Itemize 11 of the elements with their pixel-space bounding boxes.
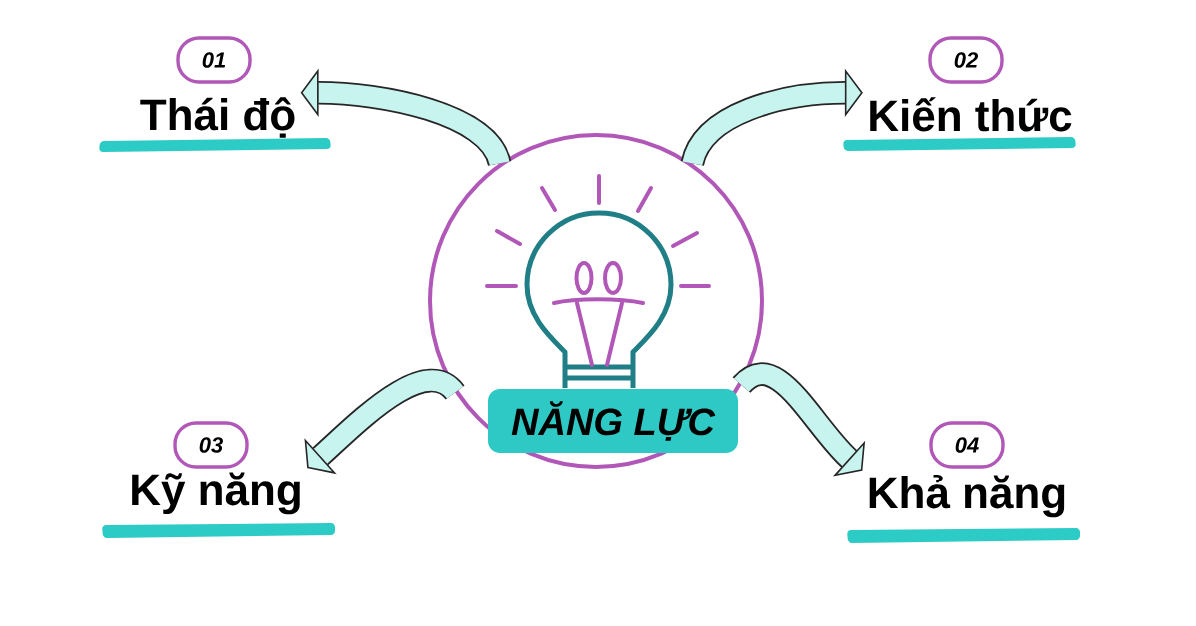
number-badge: 03 [173, 421, 249, 469]
item-title: Khả năng [869, 475, 1065, 518]
item-title: Kỹ năng [132, 472, 300, 515]
number-badge: 04 [929, 421, 1005, 469]
curved-arrow [304, 369, 464, 475]
item-title: Thái độ [140, 97, 295, 138]
number-badge: 02 [928, 36, 1004, 84]
number-badge: 01 [176, 36, 252, 84]
curved-arrow [733, 362, 866, 477]
item-title: Kiến thức [870, 97, 1072, 132]
curved-arrow [681, 68, 863, 168]
